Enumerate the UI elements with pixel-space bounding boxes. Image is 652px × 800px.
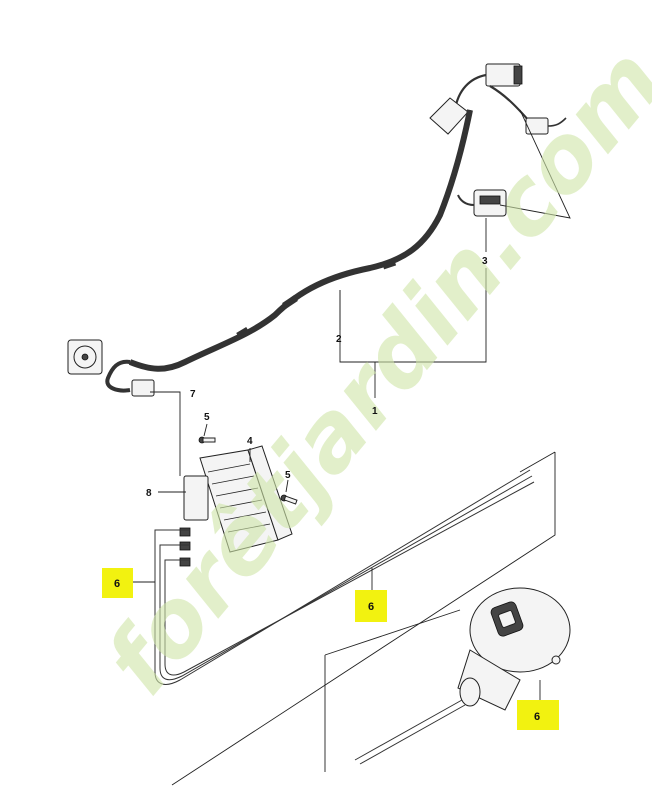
wiring-harness	[67, 63, 571, 397]
leader-5a	[203, 423, 208, 437]
harness-left-cluster	[105, 359, 131, 393]
terminal-1	[179, 527, 191, 537]
screw-right	[280, 494, 298, 505]
detail-pointer-lines	[499, 109, 571, 219]
callout-1: 1	[372, 406, 378, 417]
harness-label-tag	[429, 97, 469, 135]
callout-7: 7	[190, 389, 196, 400]
callout-8: 8	[146, 488, 152, 499]
callout-6a: 6	[114, 578, 120, 590]
cable-assembly	[154, 451, 556, 786]
control-module	[179, 436, 298, 567]
harness-small-plug-wire	[547, 117, 567, 127]
callout-5-upper: 5	[204, 412, 210, 423]
leader-lines	[128, 218, 541, 700]
harness-tape-wrap-3	[236, 326, 250, 340]
terminal-2	[179, 541, 191, 551]
handle-throttle-wire-a	[354, 699, 463, 761]
handle-collar	[459, 677, 481, 707]
handle-badge-logo	[498, 610, 516, 628]
harness-left-connector	[131, 379, 155, 397]
harness-branch-top	[453, 73, 487, 111]
callout-6c-highlight	[517, 700, 559, 730]
callout-5-right: 5	[285, 470, 291, 481]
cable-detail-box	[171, 451, 556, 786]
leader-7	[150, 391, 181, 476]
leader-5b	[285, 479, 289, 493]
handle-detail-box	[324, 609, 461, 772]
handle-throttle-wire-b	[359, 704, 466, 765]
terminal-board	[183, 475, 209, 521]
callout-6a-highlight	[102, 568, 133, 598]
callout-6c: 6	[534, 711, 540, 723]
callout-6b-highlight	[355, 590, 387, 622]
harness-switch-lead	[457, 194, 475, 206]
module-cover	[247, 445, 293, 541]
callout-3: 3	[482, 256, 488, 267]
screw-upper	[198, 436, 216, 444]
cooling-fan-center	[81, 353, 89, 361]
cable-wire-a	[154, 469, 531, 685]
callout-4: 4	[247, 436, 253, 447]
harness-main-bundle-inner	[129, 109, 472, 371]
cable-wire-b	[159, 475, 533, 681]
terminal-3	[179, 557, 191, 567]
handle-screw	[551, 655, 561, 665]
callout-6b: 6	[368, 601, 374, 613]
harness-tape-wrap-2	[282, 295, 298, 309]
callout-2: 2	[336, 334, 342, 345]
handle-assembly	[324, 587, 571, 772]
cable-wire-c	[164, 481, 535, 676]
harness-top-connector-end	[513, 65, 523, 85]
module-fins	[207, 463, 271, 533]
harness-tape-wrap-1	[381, 258, 397, 270]
harness-switch-connector-pins	[479, 195, 501, 205]
harness-branch-right	[489, 85, 531, 123]
